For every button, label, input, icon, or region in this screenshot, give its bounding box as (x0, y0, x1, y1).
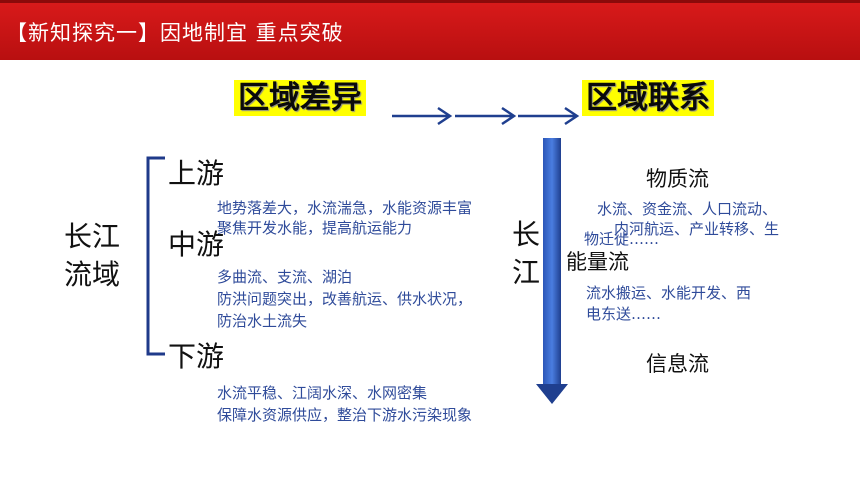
lower-reach-text-2: 保障水资源供应，整治下游水污染现象 (217, 406, 473, 424)
river-down-arrow (536, 138, 568, 404)
material-flow-title: 物质流 (646, 167, 709, 191)
material-flow-text-3: 物迁徙…… (584, 230, 660, 248)
lower-reach-title: 下游 (168, 340, 225, 373)
page-title: 【新知探究一】因地制宜 重点突破 (6, 21, 344, 45)
information-flow-title: 信息流 (646, 352, 709, 376)
region-connection-box: 区域联系 (582, 80, 714, 116)
upper-reach-title: 上游 (168, 157, 225, 190)
lower-reach-text-1: 水流平稳、江阔水深、水网密集 (217, 384, 428, 402)
upper-reach-text-1: 地势落差大，水流湍急，水能资源丰富 (217, 199, 473, 217)
arrow-3 (518, 106, 580, 126)
material-flow-text-1: 水流、资金流、人口流动、 (597, 200, 778, 218)
region-difference-box: 区域差异 (234, 80, 366, 116)
arrow-1 (392, 106, 453, 126)
river-label-2: 江 (512, 256, 541, 289)
arrow-2 (455, 106, 517, 126)
region-bracket (146, 156, 165, 356)
middle-reach-text-1: 多曲流、支流、湖泊 (217, 268, 353, 286)
region-label-1: 长江 (64, 220, 121, 253)
middle-reach-title: 中游 (168, 228, 225, 261)
flow-arrows (392, 106, 580, 126)
middle-reach-text-3: 防治水土流失 (217, 312, 308, 330)
energy-flow-text-1: 流水搬运、水能开发、西 (586, 284, 752, 302)
header-bar: 【新知探究一】因地制宜 重点突破 (0, 0, 860, 60)
middle-reach-text-2: 防洪问题突出，改善航运、供水状况， (217, 290, 473, 308)
region-label-2: 流域 (64, 258, 121, 291)
upper-reach-text-2: 聚焦开发水能，提高航运能力 (217, 219, 413, 237)
river-label-1: 长 (512, 218, 541, 251)
material-flow-text-2: 内河航运、产业转移、生 (614, 220, 780, 238)
energy-flow-title: 能量流 (566, 250, 629, 274)
energy-flow-text-2: 电东送…… (586, 305, 662, 323)
